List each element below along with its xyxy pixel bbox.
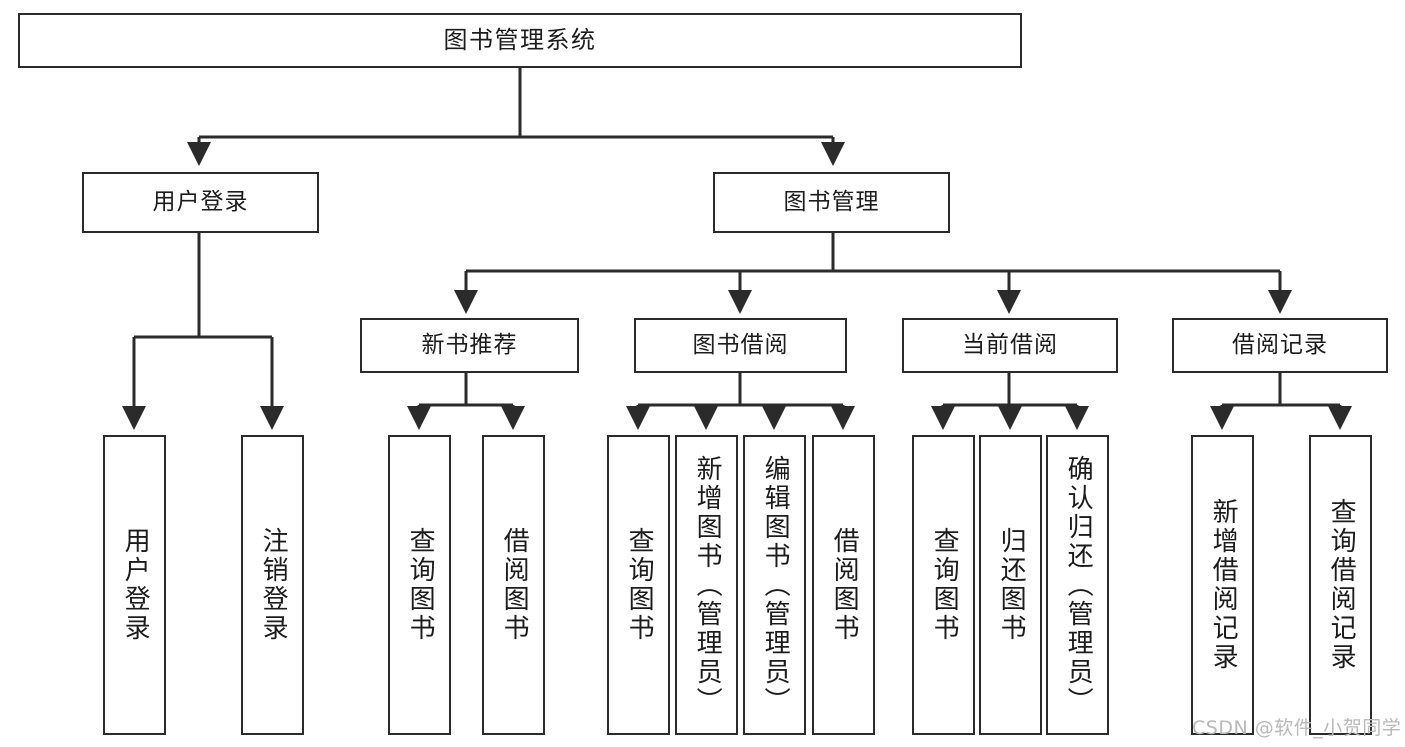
node-book-borrow[interactable]: 图书借阅 (634, 318, 847, 373)
node-borrow-record[interactable]: 借阅记录 (1172, 318, 1388, 373)
leaf-add-book-admin[interactable]: 新增图书（管理员） (675, 435, 738, 735)
node-user-login[interactable]: 用户登录 (82, 172, 319, 233)
leaf-query-borrow-record[interactable]: 查询借阅记录 (1309, 435, 1372, 735)
leaf-user-login[interactable]: 用户登录 (103, 435, 166, 735)
node-new-book-recommend[interactable]: 新书推荐 (360, 318, 579, 373)
leaf-borrow-book-borrow[interactable]: 借阅图书 (812, 435, 875, 735)
node-book-manage[interactable]: 图书管理 (713, 172, 950, 233)
leaf-logout-login[interactable]: 注销登录 (241, 435, 304, 735)
leaf-borrow-book-recommend[interactable]: 借阅图书 (482, 435, 545, 735)
leaf-edit-book-admin[interactable]: 编辑图书（管理员） (743, 435, 806, 735)
node-root-system[interactable]: 图书管理系统 (18, 13, 1022, 68)
node-current-borrow[interactable]: 当前借阅 (902, 318, 1118, 373)
leaf-query-book-borrow[interactable]: 查询图书 (607, 435, 670, 735)
leaf-confirm-return-admin[interactable]: 确认归还（管理员） (1046, 435, 1109, 735)
leaf-query-book-recommend[interactable]: 查询图书 (388, 435, 451, 735)
leaf-query-book-current[interactable]: 查询图书 (912, 435, 975, 735)
leaf-add-borrow-record[interactable]: 新增借阅记录 (1191, 435, 1254, 735)
csdn-watermark: CSDN @软件_小贺同学 (1192, 717, 1402, 739)
leaf-return-book[interactable]: 归还图书 (979, 435, 1042, 735)
